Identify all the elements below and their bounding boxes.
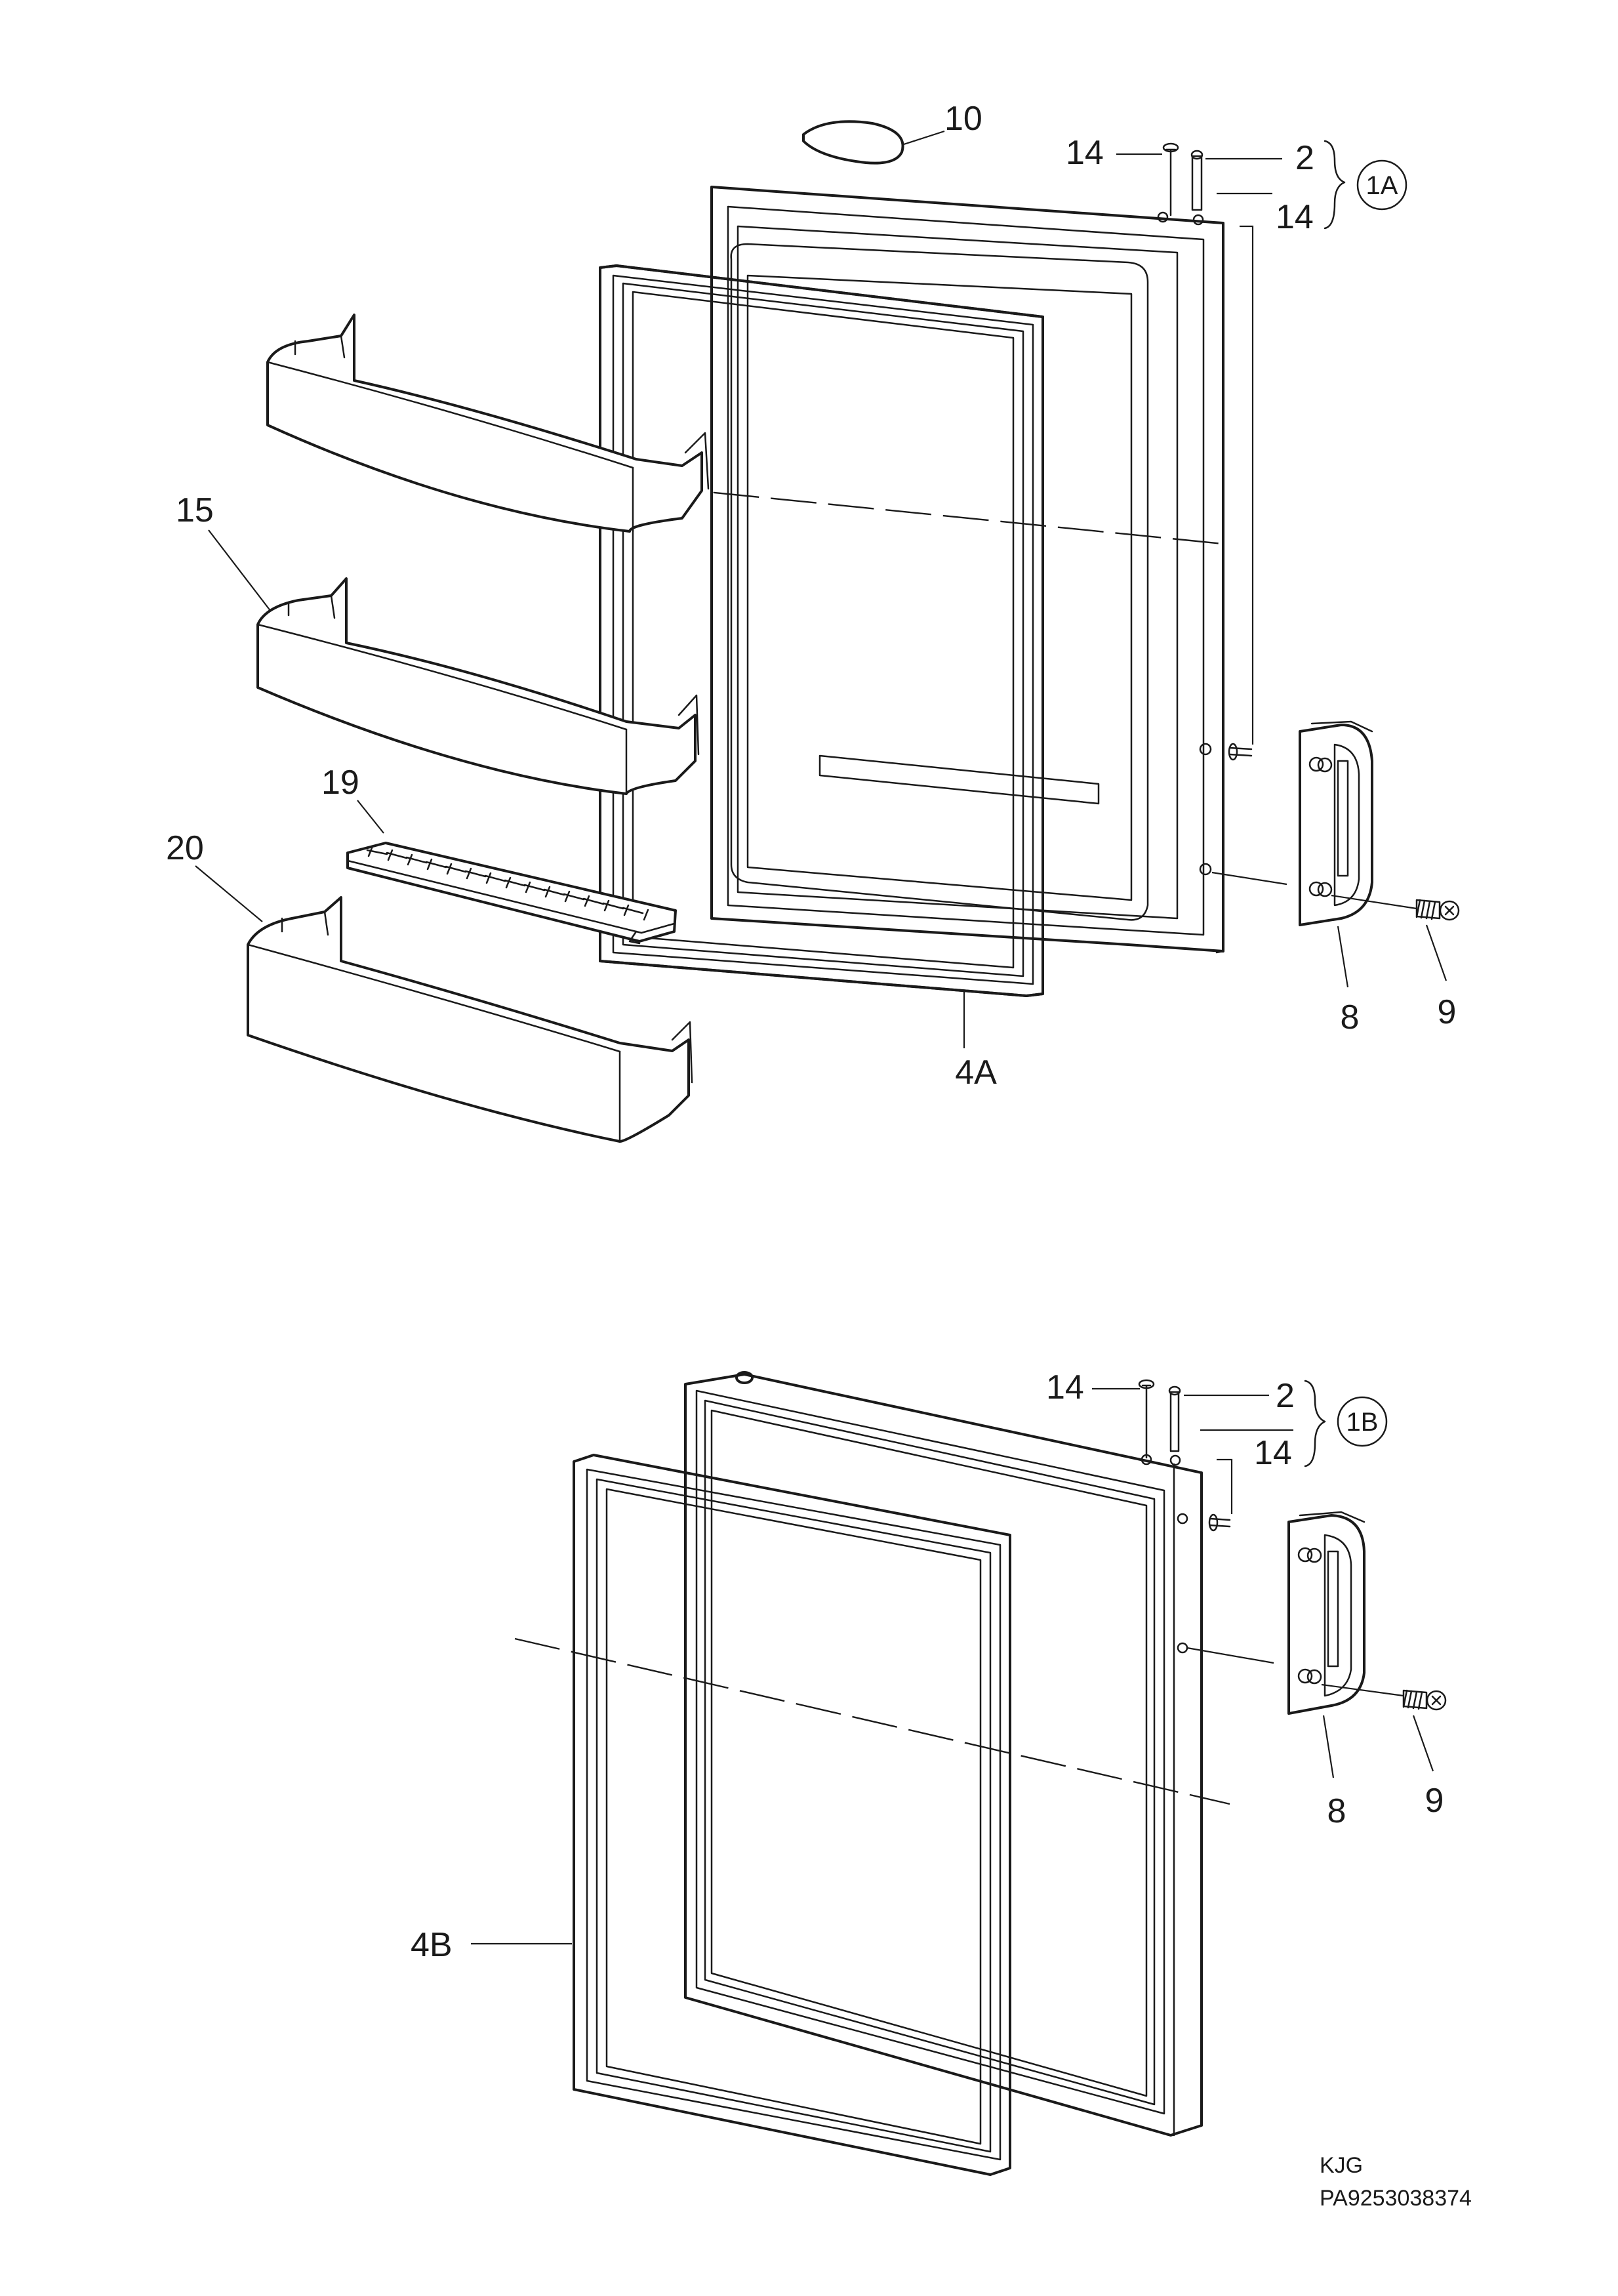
top-pins-lower [1138, 1379, 1181, 1459]
upper-alignment-line [655, 485, 1230, 546]
handle-screw-lower [1402, 1689, 1447, 1711]
group-1b-circle [1337, 1396, 1388, 1447]
top-pins-upper [1162, 142, 1203, 216]
callout-4A: 4A [955, 1054, 997, 1092]
callout-8-upper: 8 [1341, 998, 1360, 1036]
side-pin-lower [1209, 1517, 1231, 1528]
door-handle-upper [1299, 720, 1373, 926]
upper-brace [1324, 140, 1346, 230]
callout-14-right: 14 [1276, 198, 1314, 236]
callout-2-lower: 2 [1276, 1377, 1295, 1415]
door-handle-lower [1287, 1511, 1365, 1715]
callout-9-lower: 9 [1425, 1782, 1444, 1820]
callout-14-left-lower: 14 [1046, 1368, 1084, 1406]
upper-door-gasket [599, 264, 1044, 997]
lower-door-gasket [573, 1454, 1011, 2176]
door-shelf-middle [256, 577, 700, 795]
callout-15: 15 [176, 491, 214, 529]
lower-door-panel [684, 1371, 1203, 2137]
callout-4B: 4B [411, 1926, 453, 1964]
lower-assembly: 14 2 14 1B 8 [411, 1368, 1447, 2176]
side-pin-upper [1228, 747, 1253, 757]
part-number: PA9253038374 [1320, 2186, 1472, 2211]
callout-1B: 1B [1346, 1408, 1379, 1437]
callout-14-left: 14 [1066, 134, 1104, 172]
upper-assembly: 10 14 2 14 1A [166, 100, 1460, 1143]
callout-20: 20 [166, 829, 204, 867]
drawing-code: KJG [1320, 2153, 1363, 2178]
callout-1A: 1A [1366, 171, 1398, 200]
callout-2: 2 [1295, 139, 1314, 177]
upper-door-panel [710, 186, 1224, 954]
grille [346, 842, 677, 945]
lower-brace [1304, 1380, 1326, 1467]
group-1a-circle [1356, 159, 1407, 211]
callout-19: 19 [321, 764, 359, 802]
gasket-ring [802, 120, 904, 165]
callout-9-upper: 9 [1438, 993, 1457, 1031]
handle-screw-upper [1415, 899, 1460, 921]
door-shelf-bottom [247, 896, 693, 1143]
callout-10: 10 [944, 100, 982, 138]
callout-8-lower: 8 [1327, 1792, 1346, 1830]
callout-14-right-lower: 14 [1254, 1434, 1292, 1472]
door-shelf-top [266, 314, 710, 533]
lower-alignment-line [514, 1637, 1230, 1805]
